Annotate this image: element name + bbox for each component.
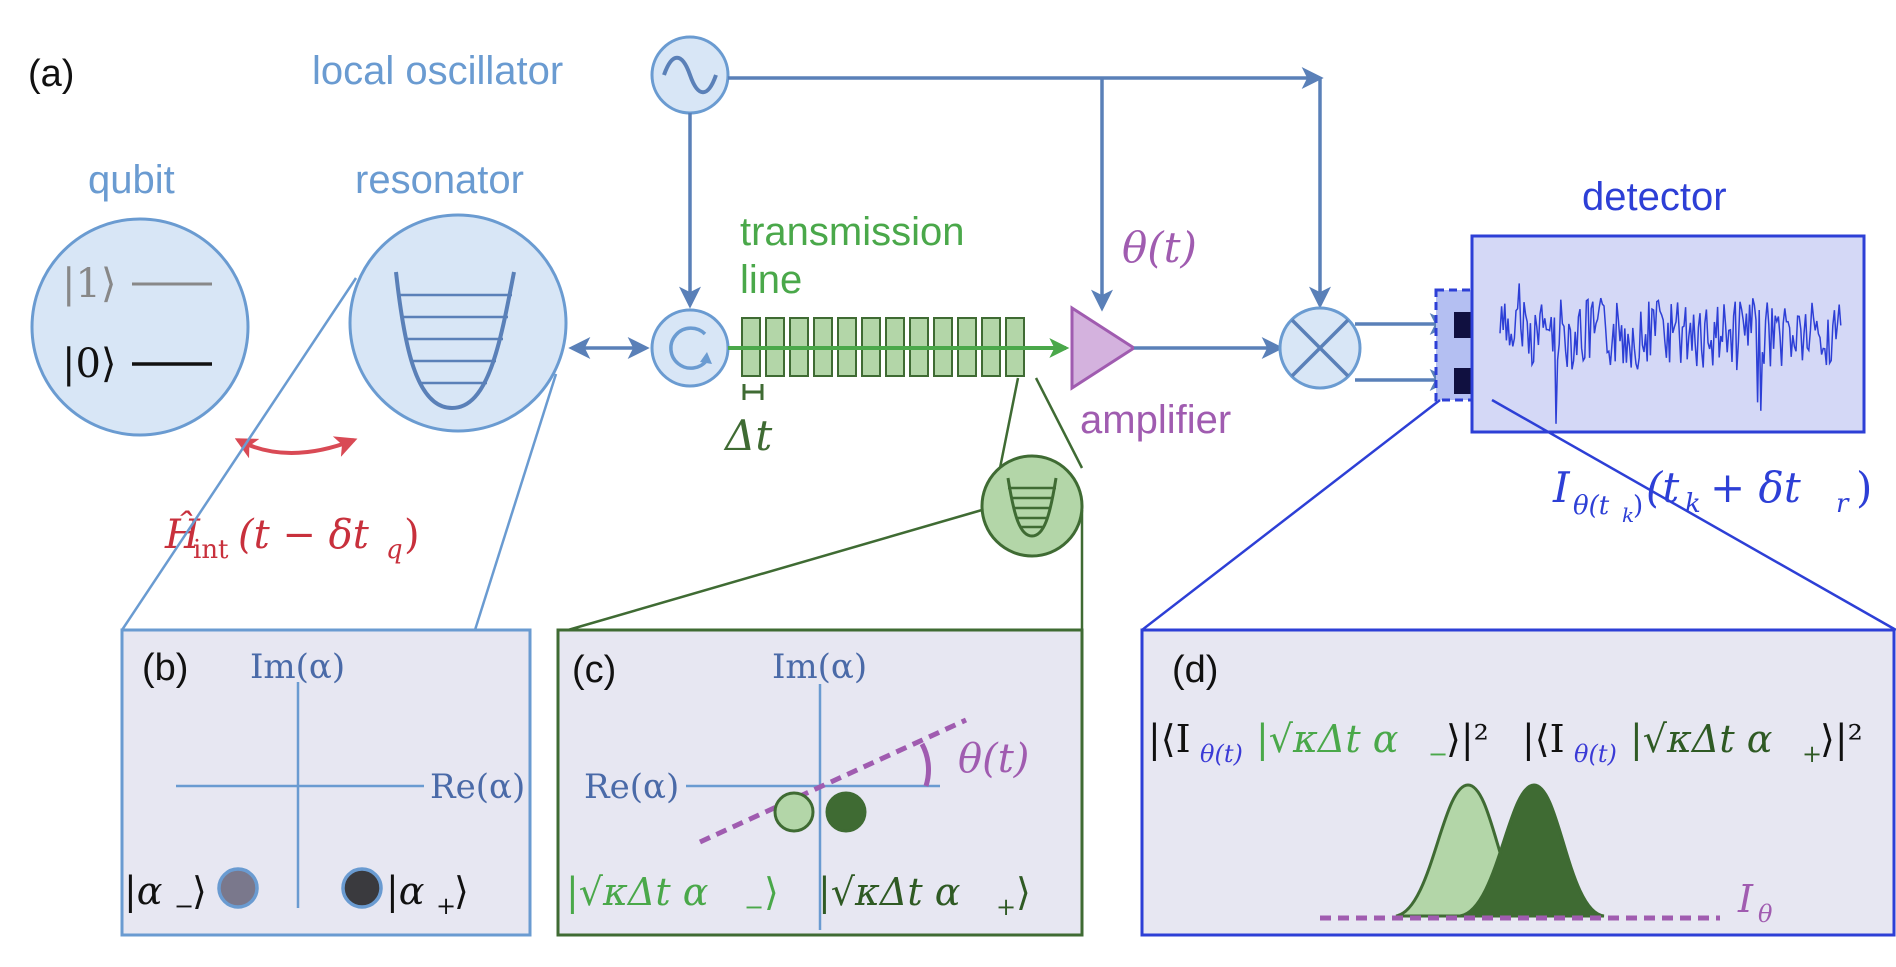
svg-text:+: + bbox=[1802, 740, 1822, 768]
svg-text:int: int bbox=[193, 535, 229, 565]
ket-1-label: |1⟩ bbox=[62, 261, 117, 307]
lo-wiring bbox=[679, 67, 1331, 312]
panel-c-theta-label: θ(t) bbox=[958, 736, 1029, 782]
delta-t-label: Δt bbox=[723, 411, 772, 460]
svg-text:⟩: ⟩ bbox=[764, 870, 779, 914]
svg-text:|√κΔt α: |√κΔt α bbox=[1256, 717, 1398, 761]
svg-text:I: I bbox=[1737, 877, 1754, 921]
qubit-icon bbox=[30, 217, 250, 437]
panel-b bbox=[120, 628, 532, 937]
svg-text:θ: θ bbox=[1758, 900, 1773, 928]
svg-text:): ) bbox=[1633, 491, 1643, 521]
panel-c-state-plus-label: |√κΔt α + ⟩ bbox=[818, 870, 1031, 921]
svg-text:|α: |α bbox=[124, 869, 162, 913]
panel-b-axes bbox=[176, 682, 424, 908]
panel-c-angle-arc bbox=[919, 742, 932, 787]
amplifier-icon bbox=[1070, 305, 1137, 391]
svg-text:(t − δt: (t − δt bbox=[238, 512, 370, 558]
panel-a-label: (a) bbox=[28, 53, 74, 95]
svg-text:θ(t): θ(t) bbox=[1574, 740, 1617, 768]
svg-text:−: − bbox=[1428, 740, 1448, 768]
hamiltonian-label: Ĥ int (t − δt q ) bbox=[164, 511, 420, 565]
svg-text:|α: |α bbox=[386, 869, 424, 913]
svg-text:⟩: ⟩ bbox=[1016, 870, 1031, 914]
svg-text:θ(t): θ(t) bbox=[1200, 740, 1243, 768]
svg-text:⟩: ⟩ bbox=[454, 869, 469, 913]
mixer-detector-links bbox=[1355, 313, 1452, 391]
local-oscillator-icon bbox=[650, 35, 730, 115]
svg-text:−: − bbox=[174, 892, 194, 920]
panel-b-alpha-minus-label: |α − ⟩ bbox=[124, 869, 207, 920]
state-alpha-minus-dot bbox=[217, 867, 259, 909]
svg-text:−: − bbox=[744, 893, 764, 921]
panel-c-state-minus-dot bbox=[773, 791, 815, 833]
panel-c-axes bbox=[686, 684, 940, 930]
panel-b-label: (b) bbox=[142, 647, 188, 689]
panel-d-overlap-plus: |⟨I θ(t) |√κΔt α + ⟩|² bbox=[1522, 717, 1863, 768]
circulator-icon bbox=[650, 308, 730, 388]
svg-text:q: q bbox=[386, 535, 403, 565]
theta-t-label: θ(t) bbox=[1122, 223, 1197, 272]
panel-c-quadrature-line bbox=[698, 717, 968, 845]
svg-text:k: k bbox=[1622, 503, 1634, 527]
panel-b-im-axis: Im(α) bbox=[250, 647, 345, 687]
svg-text:): ) bbox=[1856, 463, 1872, 512]
svg-text:θ(t: θ(t bbox=[1573, 491, 1610, 521]
transmission-line bbox=[728, 317, 1070, 377]
svg-text:|√κΔt α: |√κΔt α bbox=[818, 870, 960, 914]
ket-0-label: |0⟩ bbox=[62, 341, 117, 387]
resonator-label: resonator bbox=[355, 158, 524, 202]
transmission-line-label: transmission line bbox=[740, 210, 965, 302]
panel-d-i-theta-label: I θ bbox=[1737, 877, 1773, 928]
panel-c-label: (c) bbox=[572, 649, 616, 691]
detector-noise-trace bbox=[1499, 283, 1842, 424]
zoom-lines bbox=[120, 277, 1896, 632]
svg-text:transmission: transmission bbox=[740, 210, 965, 254]
svg-text:⟩: ⟩ bbox=[192, 869, 207, 913]
delta-t-marker bbox=[742, 384, 764, 400]
panel-d-distribution-plus bbox=[1459, 783, 1605, 918]
svg-text:+ δt: + δt bbox=[1710, 463, 1801, 512]
svg-text:|⟨I: |⟨I bbox=[1522, 717, 1565, 761]
mixer-icon bbox=[1278, 306, 1362, 390]
panel-d-overlap-minus: |⟨I θ(t) |√κΔt α − ⟩|² bbox=[1148, 717, 1489, 768]
panel-c-state-minus-label: |√κΔt α − ⟩ bbox=[566, 870, 779, 921]
svg-text:|√κΔt α: |√κΔt α bbox=[1630, 717, 1772, 761]
panel-c-state-plus-dot bbox=[825, 791, 867, 833]
panel-c-re-axis: Re(α) bbox=[584, 767, 679, 807]
detector-output-label: I θ(t k ) (t k + δt r ) bbox=[1552, 463, 1872, 527]
svg-text:I: I bbox=[1552, 463, 1571, 512]
transmission-cell-zoom-icon bbox=[980, 454, 1084, 558]
svg-text:⟩|²: ⟩|² bbox=[1820, 717, 1863, 761]
svg-text:): ) bbox=[404, 512, 420, 558]
svg-text:+: + bbox=[436, 892, 456, 920]
svg-text:r: r bbox=[1836, 489, 1850, 519]
resonator-icon bbox=[348, 213, 568, 433]
svg-text:|√κΔt α: |√κΔt α bbox=[566, 870, 708, 914]
detector-label: detector bbox=[1582, 175, 1727, 219]
svg-text:line: line bbox=[740, 258, 802, 302]
panel-c-im-axis: Im(α) bbox=[772, 647, 867, 687]
panel-d-label: (d) bbox=[1172, 649, 1218, 691]
svg-text:+: + bbox=[996, 893, 1016, 921]
panel-b-re-axis: Re(α) bbox=[430, 767, 525, 807]
svg-text:⟩|²: ⟩|² bbox=[1446, 717, 1489, 761]
amplifier-label: amplifier bbox=[1080, 398, 1231, 442]
qubit-label: qubit bbox=[88, 158, 175, 202]
interaction-arrow bbox=[234, 436, 358, 459]
local-oscillator-label: local oscillator bbox=[312, 49, 563, 93]
state-alpha-plus-dot bbox=[341, 867, 383, 909]
svg-text:|⟨I: |⟨I bbox=[1148, 717, 1191, 761]
panel-b-alpha-plus-label: |α + ⟩ bbox=[386, 869, 469, 920]
